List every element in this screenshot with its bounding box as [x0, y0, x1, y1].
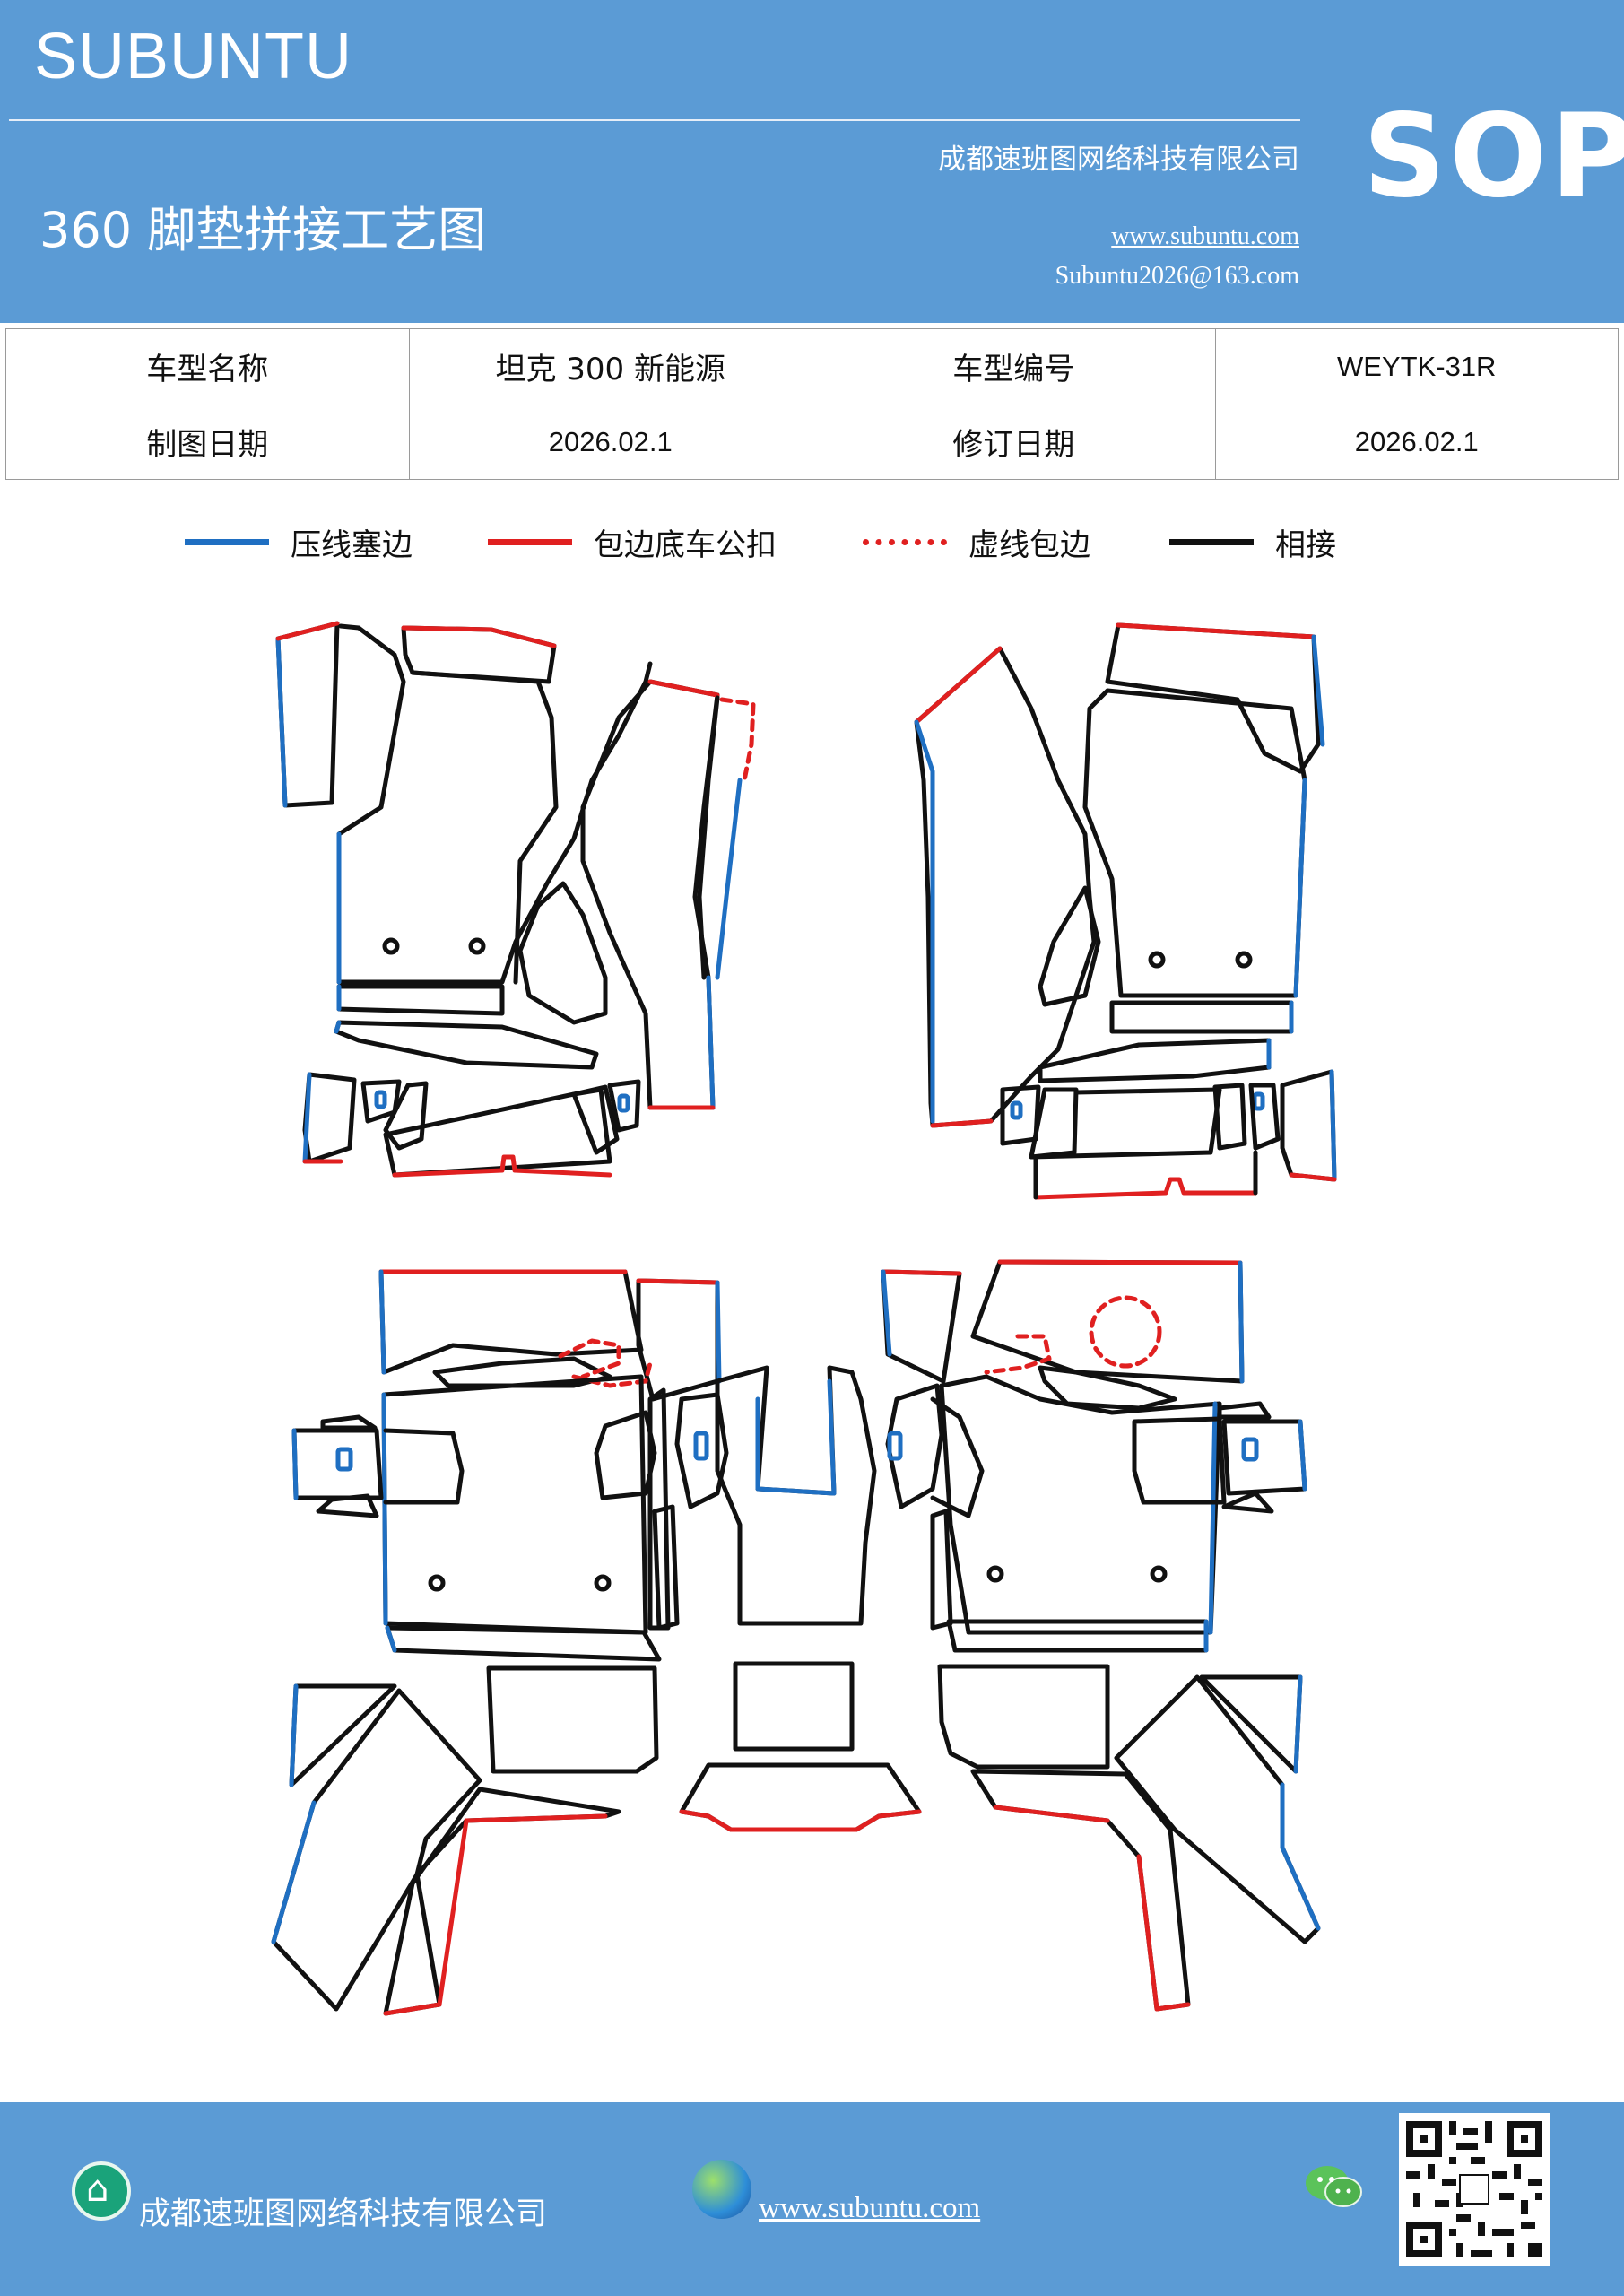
header-divider [9, 119, 1300, 121]
table-row: 车型名称 坦克 300 新能源 车型编号 WEYTK-31R [5, 328, 1619, 404]
rear-right-mat [881, 1259, 1321, 2012]
model-name-value: 坦克 300 新能源 [408, 328, 812, 404]
revise-date-value: 2026.02.1 [1214, 404, 1619, 480]
company-icon [72, 2161, 131, 2221]
blue-line-swatch [185, 539, 269, 545]
red-line-swatch [488, 539, 572, 545]
company-name: 成都速班图网络科技有限公司 [938, 144, 1299, 176]
legend-label: 相接 [1275, 527, 1336, 563]
sop-badge: SOP [1363, 90, 1624, 223]
email-address[interactable]: Subuntu2026@163.com [1055, 262, 1299, 290]
vehicle-info-table: 车型名称 坦克 300 新能源 车型编号 WEYTK-31R 制图日期 2026… [5, 328, 1619, 480]
floor-mat-diagram [271, 621, 1337, 2016]
draw-date-label: 制图日期 [5, 404, 410, 480]
table-row: 制图日期 2026.02.1 修订日期 2026.02.1 [5, 404, 1619, 480]
legend-label: 虚线包边 [968, 527, 1090, 563]
model-code-label: 车型编号 [812, 328, 1216, 404]
legend-label: 包边底车公扣 [594, 527, 777, 563]
revise-date-label: 修订日期 [812, 404, 1216, 480]
model-code-value: WEYTK-31R [1214, 328, 1619, 404]
legend-label: 压线塞边 [291, 527, 413, 563]
rear-center-mat [679, 1365, 922, 1832]
red-dashed-line-swatch [863, 539, 947, 545]
globe-icon [692, 2160, 751, 2219]
header-banner: SUBUNTU 360 脚垫拼接工艺图 成都速班图网络科技有限公司 www.su… [0, 0, 1624, 323]
legend-item-red-dashed: 虚线包边 [863, 520, 1090, 564]
footer-company-name: 成都速班图网络科技有限公司 [139, 2196, 548, 2232]
rear-left-mat [271, 1269, 729, 2016]
legend-item-black: 相接 [1169, 520, 1336, 564]
footer-website-link[interactable]: www.subuntu.com [759, 2192, 981, 2224]
line-legend: 压线塞边 包边底车公扣 虚线包边 相接 [0, 520, 1624, 574]
legend-item-red: 包边底车公扣 [488, 520, 777, 564]
model-name-label: 车型名称 [5, 328, 410, 404]
brand-logo-text: SUBUNTU [34, 21, 353, 92]
draw-date-value: 2026.02.1 [408, 404, 812, 480]
black-line-swatch [1169, 539, 1254, 545]
document-title: 360 脚垫拼接工艺图 [39, 202, 487, 258]
website-link[interactable]: www.subuntu.com [1111, 222, 1299, 250]
front-left-mat [275, 621, 756, 1178]
qr-code[interactable] [1399, 2113, 1550, 2266]
footer-banner: 成都速班图网络科技有限公司 www.subuntu.com [0, 2102, 1624, 2296]
wechat-icon[interactable] [1302, 2160, 1365, 2213]
front-right-mat [914, 622, 1337, 1200]
legend-item-blue: 压线塞边 [185, 520, 413, 564]
